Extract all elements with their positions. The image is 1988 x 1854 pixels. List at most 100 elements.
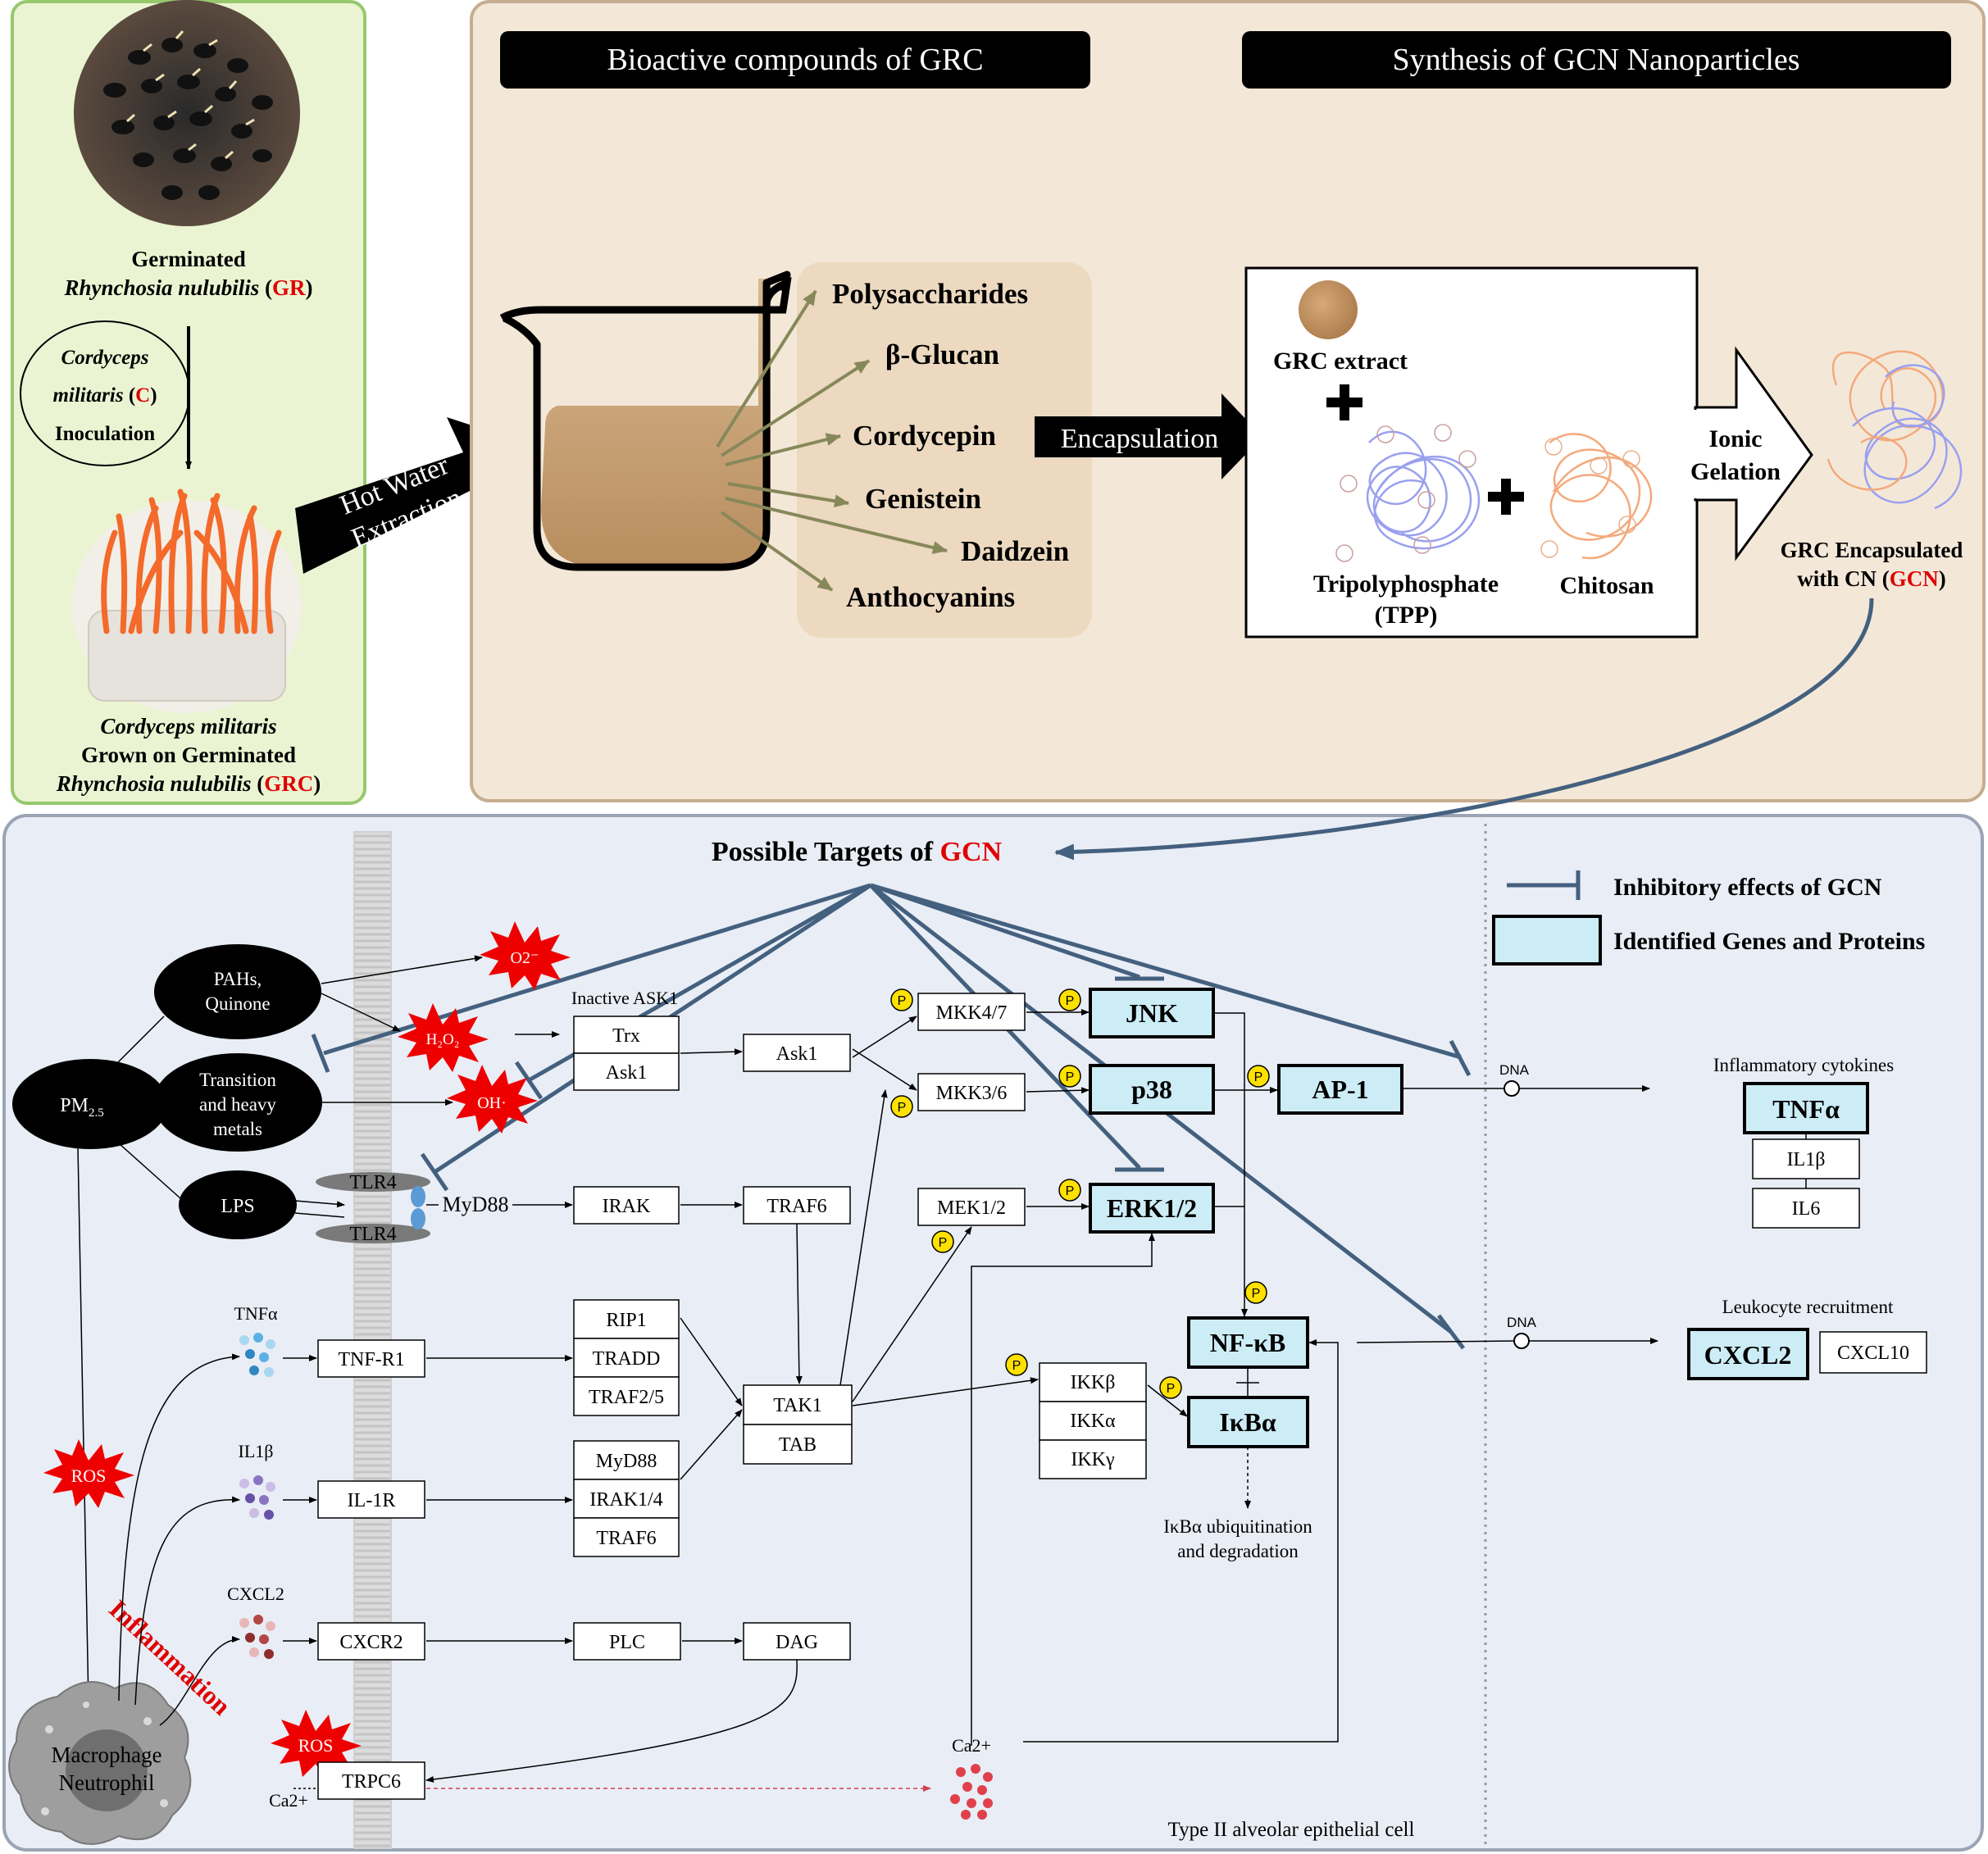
svg-text:P: P: [1012, 1359, 1021, 1373]
plus-icon-1: [1326, 384, 1362, 420]
ikba-deg-line1: IκBα ubiquitination: [1163, 1516, 1312, 1537]
box-labels: Trx Ask1 Ask1 IRAK TRAF6 TNF-R1 IL-1R CX…: [338, 1002, 1909, 1793]
macrophage-cell-icon: [8, 1681, 192, 1845]
irak-label: IRAK: [603, 1196, 651, 1217]
legend-genes-label: Identified Genes and Proteins: [1613, 928, 1925, 955]
phospho-labels: PP PP PP PP PP: [898, 994, 1263, 1396]
compound-genistein: Genistein: [865, 483, 981, 515]
cxcl10-out-label: CXCL10: [1837, 1343, 1909, 1364]
grc-line1: Cordyceps militaris: [100, 714, 276, 738]
targets-title: Possible Targets of GCN: [712, 837, 1003, 867]
mkk36-label: MKK3/6: [936, 1083, 1008, 1104]
lps-label: LPS: [221, 1196, 254, 1217]
h2o2-burst: [398, 1003, 489, 1072]
trx-label: Trx: [612, 1025, 640, 1047]
dna-node-a: [1504, 1080, 1520, 1097]
tradd-label: TRADD: [593, 1348, 661, 1370]
pahs-ellipse: [154, 944, 321, 1039]
gene-labels: JNK p38 ERK1/2 AP-1 NF-κB IκBα TNFα CXCL…: [1107, 998, 1840, 1437]
nfkb-label: NF-κB: [1210, 1328, 1285, 1357]
pm25-label: PM2.5: [60, 1095, 103, 1120]
gr-label-line2: Rhynchosia nulubilis (GR): [63, 275, 312, 300]
ikka-label: IKKα: [1070, 1411, 1116, 1432]
jnk-label: JNK: [1126, 998, 1178, 1028]
inoculation-line3: Inoculation: [55, 423, 155, 445]
myd88-box-label: MyD88: [596, 1451, 657, 1472]
tnfr1-label: TNF-R1: [338, 1349, 404, 1370]
o2-label: O2⁻: [511, 949, 539, 967]
tlr4-receptor: [316, 1172, 430, 1243]
signal-boxes: [317, 993, 1927, 1800]
leukocyte-label: Leukocyte recruitment: [1722, 1297, 1894, 1317]
il1b-ligand-label: IL1β: [239, 1441, 274, 1461]
traf25-label: TRAF2/5: [589, 1387, 664, 1408]
ligand-arrows: [118, 1353, 240, 1726]
ikba-label: IκBα: [1219, 1407, 1276, 1437]
svg-text:P: P: [1252, 1287, 1261, 1301]
ionic-line1: Ionic: [1708, 425, 1762, 452]
chitosan-molecule-icon: [1540, 433, 1653, 560]
compound-cordycepin: Cordycepin: [853, 420, 996, 452]
p38-label: p38: [1131, 1075, 1172, 1104]
trpc6-label: TRPC6: [342, 1771, 401, 1793]
red-bursts: [43, 921, 571, 1779]
dna-node-b: [1513, 1333, 1530, 1349]
erk-label: ERK1/2: [1107, 1193, 1197, 1223]
header-right: Synthesis of GCN Nanoparticles: [1392, 43, 1799, 77]
cxcl2-ligand-icon: [239, 1615, 275, 1659]
tpp-line2: (TPP): [1375, 602, 1438, 629]
il1b-ligand-icon: [239, 1475, 275, 1520]
gr-label-line1: Germinated: [131, 247, 245, 271]
tab-label: TAB: [779, 1434, 817, 1456]
ionic-gelation-arrow: [1694, 346, 1813, 561]
encapsulation-arrow: [1035, 393, 1262, 479]
o2-burst: [480, 921, 571, 990]
mek12-label: MEK1/2: [937, 1197, 1006, 1219]
compound-beta-glucan: β-Glucan: [885, 339, 999, 370]
plus-icon-2: [1488, 479, 1524, 515]
gcn-line2: with CN (GCN): [1797, 566, 1946, 591]
tak1-label: TAK1: [773, 1395, 821, 1416]
trans-line2: and heavy: [199, 1094, 276, 1115]
chitosan-label: Chitosan: [1559, 572, 1654, 599]
myd88-free-label: MyD88: [443, 1193, 509, 1216]
ros-label-1: ROS: [71, 1465, 107, 1486]
trans-line3: metals: [213, 1119, 262, 1139]
grc-line3: Rhynchosia nulubilis (GRC): [56, 771, 321, 796]
tnfa-ligand-label: TNFα: [234, 1303, 278, 1324]
lps-ellipse: [179, 1170, 297, 1239]
irak14-label: IRAK1/4: [589, 1489, 662, 1511]
il1r-label: IL-1R: [348, 1490, 396, 1511]
svg-text:P: P: [1066, 1184, 1075, 1198]
grc-line2: Grown on Germinated: [81, 743, 296, 767]
cxcl2-out-label: CXCL2: [1704, 1340, 1792, 1370]
h2o2-label: H₂O₂: [426, 1031, 460, 1048]
svg-text:P: P: [898, 994, 907, 1008]
pahs-line2: Quinone: [205, 993, 270, 1014]
header-left: Bioactive compounds of GRC: [607, 43, 983, 77]
tlr4-label-top: TLR4: [349, 1172, 396, 1193]
trigger-arrows: [77, 955, 560, 1706]
grc-extract-ball: [1299, 280, 1358, 339]
svg-text:P: P: [1066, 1070, 1075, 1084]
cell-type-label: Type II alveolar epithelial cell: [1168, 1819, 1415, 1841]
compound-daidzein: Daidzein: [961, 535, 1069, 567]
legend: Inhibitory effects of GCN Identified Gen…: [1492, 870, 1925, 966]
plc-label: PLC: [609, 1632, 645, 1653]
compound-anthocyanins: Anthocyanins: [846, 581, 1015, 613]
ca-label-b: Ca2+: [269, 1790, 308, 1811]
grc-extract-label: GRC extract: [1273, 348, 1408, 375]
ikkg-label: IKKγ: [1071, 1449, 1115, 1470]
encapsulation-label: Encapsulation: [1061, 424, 1219, 454]
calcium-ions-icon: [950, 1764, 993, 1820]
germinated-seeds-image: [74, 0, 300, 226]
pahs-line1: PAHs,: [214, 969, 262, 989]
ca-label-a: Ca2+: [952, 1735, 991, 1756]
transition-metals-ellipse: [153, 1053, 322, 1152]
trans-line1: Transition: [199, 1070, 276, 1090]
rip1-label: RIP1: [606, 1310, 646, 1331]
tlr4-label-bottom: TLR4: [349, 1224, 396, 1245]
compound-polysaccharides: Polysaccharides: [832, 278, 1028, 310]
macrophage-line2: Neutrophil: [59, 1770, 155, 1795]
